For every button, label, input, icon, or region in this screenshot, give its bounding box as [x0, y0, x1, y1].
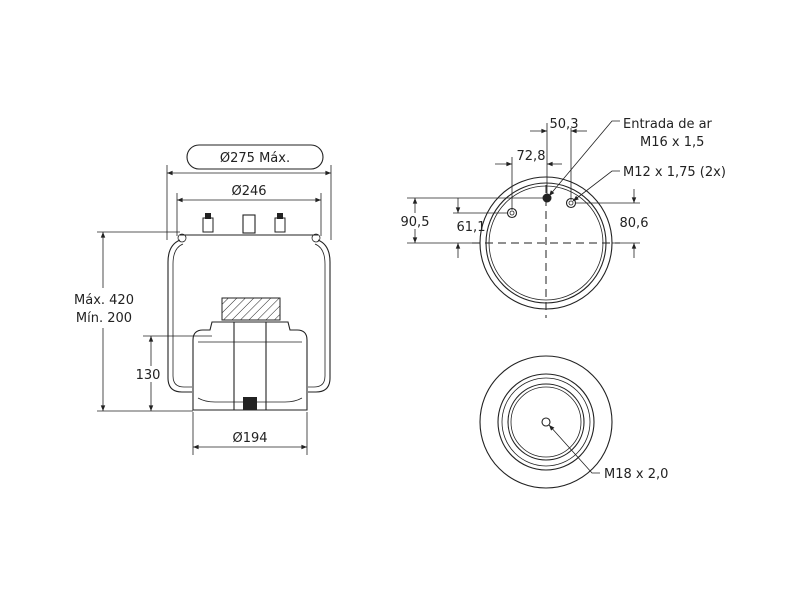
stud-thread-label: M12 x 1,75 (2x) [623, 165, 726, 180]
side-view: Ø275 Máx. Ø246 Máx. 420 Mín. 200 130 Ø19… [62, 144, 332, 455]
max-diameter-label: Ø275 Máx. [220, 151, 290, 166]
center-thread-label: M18 x 2,0 [604, 467, 668, 482]
stud-icon [274, 213, 286, 233]
left-stud-dim: 61,1 [457, 220, 486, 235]
stud-icon [202, 213, 214, 233]
inlet-thread-label: M16 x 1,5 [640, 135, 704, 150]
piston-diameter-label: Ø194 [232, 431, 267, 446]
top-plate-diameter-label: Ø246 [231, 184, 266, 199]
center-thread-hole [541, 417, 551, 427]
inlet-from-center-dim: 90,5 [401, 215, 430, 230]
air-inlet-fitting [242, 214, 256, 234]
bottom-view: M18 x 2,0 [479, 355, 668, 489]
height-max-label: Máx. 420 [74, 293, 134, 308]
max-diameter-frame [186, 144, 324, 170]
height-min-label: Mín. 200 [76, 311, 132, 326]
piston-height-label: 130 [136, 368, 161, 383]
inlet-label: Entrada de ar [623, 117, 713, 132]
bump-stop [221, 297, 281, 321]
top-view: 50,3 72,8 90,5 61,1 80,6 Entrada de ar M… [398, 117, 726, 318]
inlet-offset-dim: 50,3 [550, 117, 579, 132]
piston [192, 321, 308, 411]
bellows-outline [167, 239, 331, 393]
stud-spacing-dim: 72,8 [517, 149, 546, 164]
right-stud-dim: 80,6 [620, 216, 649, 231]
